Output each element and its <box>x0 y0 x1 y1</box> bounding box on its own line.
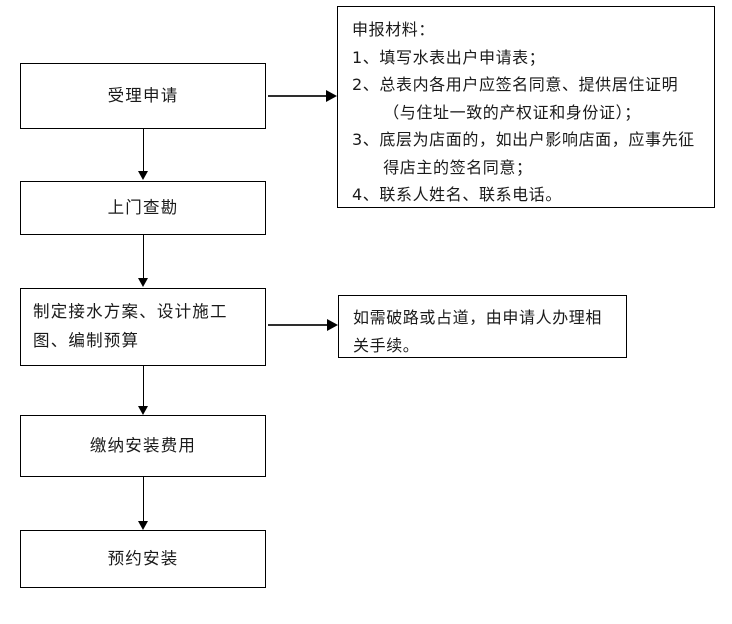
flow-node-schedule-installation[interactable]: 预约安装 <box>20 530 266 588</box>
flow-node-label: 预约安装 <box>107 548 179 568</box>
note-list-item: 2、总表内各用户应签名同意、提供居住证明（与住址一致的产权证和身份证）； <box>352 75 679 122</box>
connector-line <box>143 235 145 280</box>
flow-node-accept-application[interactable]: 受理申请 <box>20 63 266 129</box>
connector-line <box>143 129 145 173</box>
arrow-head-down-icon <box>138 406 148 415</box>
flow-node-label: 上门查勘 <box>107 197 179 217</box>
note-title: 申报材料： <box>352 20 436 39</box>
note-list-item: 1、填写水表出户申请表； <box>352 47 546 67</box>
flow-node-design-plan[interactable]: 制定接水方案、设计施工 图、编制预算 <box>20 288 266 366</box>
arrow-head-right-icon <box>326 90 337 102</box>
note-item-list: 1、填写水表出户申请表； 2、总表内各用户应签名同意、提供居住证明（与住址一致的… <box>352 44 704 209</box>
flow-node-label-line2: 图、编制预算 <box>33 331 140 350</box>
note-application-materials: 申报材料： 1、填写水表出户申请表； 2、总表内各用户应签名同意、提供居住证明（… <box>337 6 715 208</box>
connector-line <box>268 95 328 97</box>
flow-node-pay-installation-fee[interactable]: 缴纳安装费用 <box>20 415 266 477</box>
flow-node-label: 缴纳安装费用 <box>89 435 197 455</box>
note-road-excavation: 如需破路或占道，由申请人办理相关手续。 <box>338 295 627 358</box>
arrow-head-down-icon <box>138 171 148 180</box>
flow-node-onsite-survey[interactable]: 上门查勘 <box>20 181 266 235</box>
note-text: 如需破路或占道，由申请人办理相关手续。 <box>353 308 603 355</box>
flow-node-label-group: 制定接水方案、设计施工 图、编制预算 <box>33 298 228 356</box>
connector-line <box>143 477 145 522</box>
flow-node-label: 受理申请 <box>107 85 179 105</box>
arrow-head-down-icon <box>138 278 148 287</box>
note-list-item: 3、底层为店面的，如出户影响店面，应事先征得店主的签名同意； <box>352 130 695 177</box>
arrow-head-down-icon <box>138 521 148 530</box>
connector-line <box>268 324 329 326</box>
note-list-item: 4、联系人姓名、联系电话。 <box>352 185 562 205</box>
flow-node-label-line1: 制定接水方案、设计施工 <box>33 302 228 322</box>
connector-line <box>143 366 145 408</box>
arrow-head-right-icon <box>327 319 338 331</box>
